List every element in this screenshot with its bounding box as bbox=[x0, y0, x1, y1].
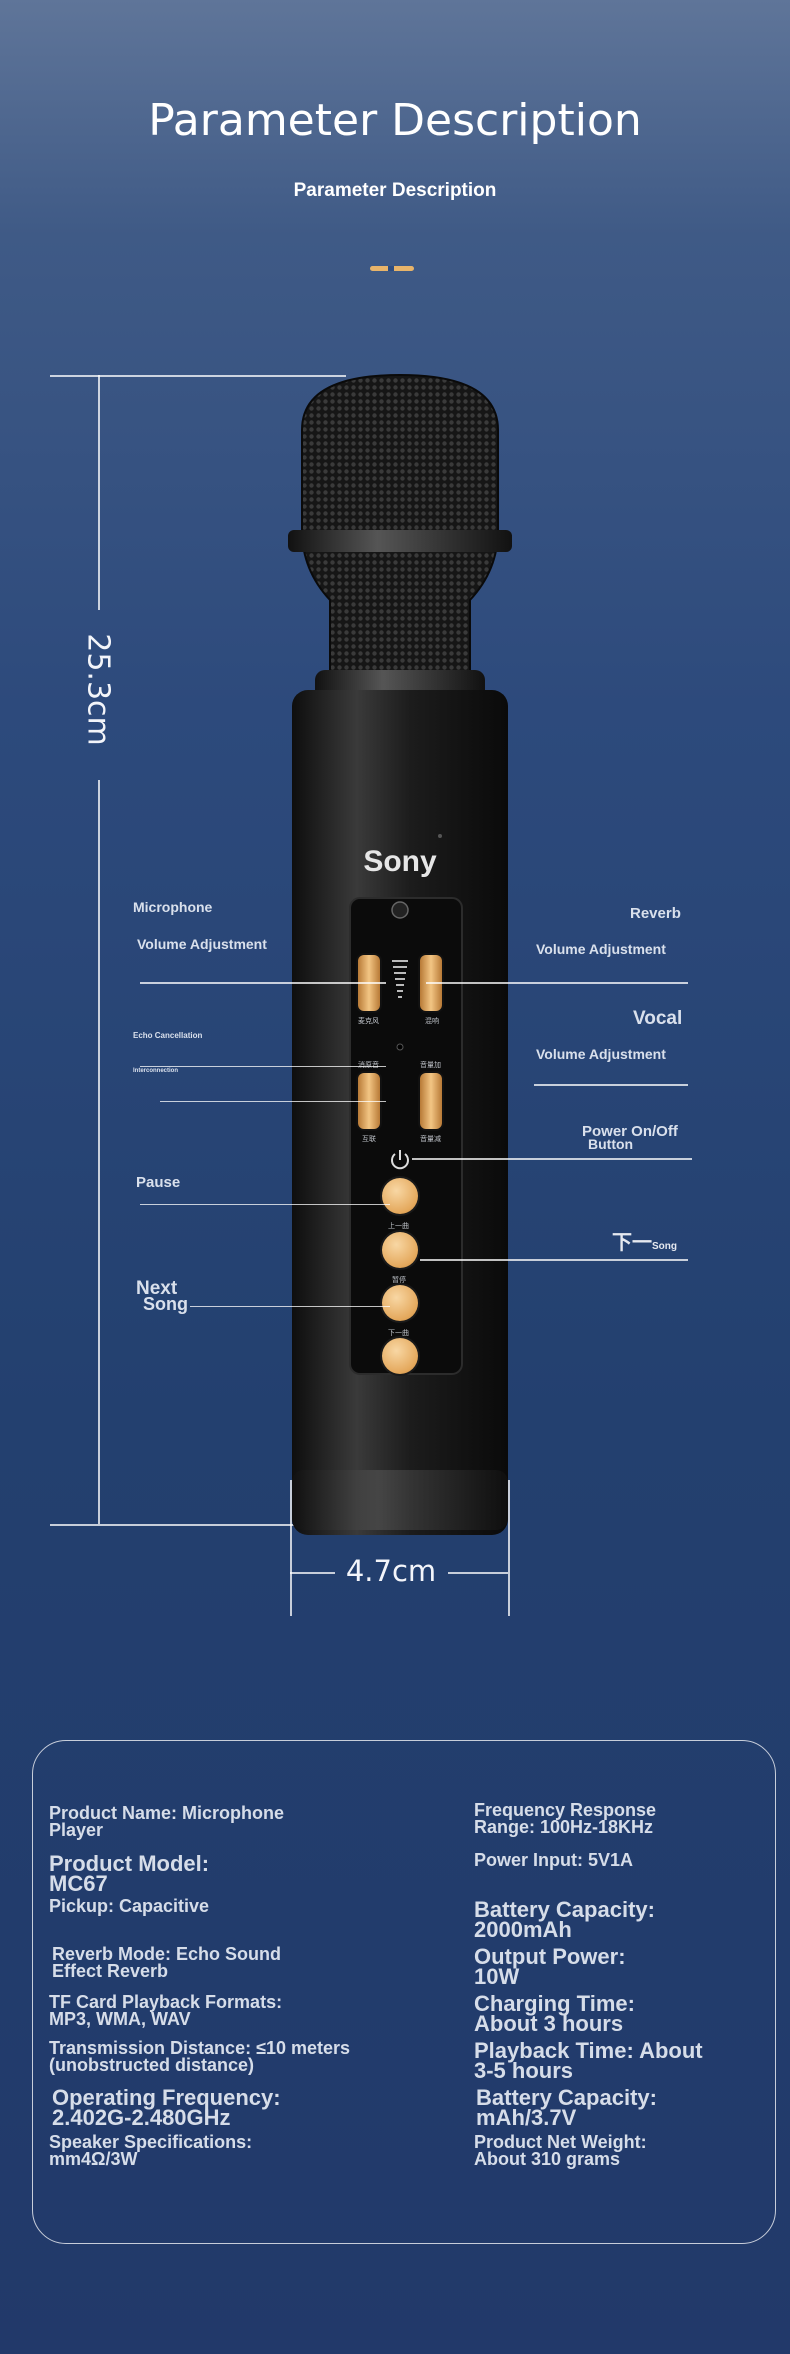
prev-song-button[interactable] bbox=[382, 1232, 418, 1268]
callout-line-link bbox=[160, 1101, 386, 1103]
height-top-line bbox=[50, 375, 346, 377]
callout-line-reverb bbox=[426, 982, 688, 984]
spec-product-model: Product Model: MC67 bbox=[49, 1851, 210, 1896]
spec-product-name: Product Name: Microphone Player bbox=[49, 1803, 285, 1840]
spec-net-weight: Product Net Weight: About 310 grams bbox=[474, 2132, 647, 2169]
callout-mic-volume: Volume Adjustment bbox=[137, 936, 267, 952]
reverb-slider-label: 混响 bbox=[425, 1018, 439, 1025]
spec-transmission: Transmission Distance: ≤10 meters (unobs… bbox=[49, 2038, 351, 2075]
spec-battery-voltage: Battery Capacity: mAh/3.7V bbox=[476, 2085, 657, 2130]
spec-pickup: Pickup: Capacitive bbox=[49, 1896, 210, 1916]
height-bottom-line bbox=[50, 1524, 346, 1526]
callout-line-mic bbox=[140, 982, 386, 984]
spec-frequency-response: Frequency Response Range: 100Hz-18KHz bbox=[474, 1800, 657, 1837]
spec-panel bbox=[32, 1740, 776, 2244]
callout-line-vocal bbox=[534, 1084, 688, 1086]
callout-pause: Pause bbox=[136, 1174, 181, 1191]
vol-up-label: 音量加 bbox=[420, 1062, 441, 1069]
brand-logo: Sony bbox=[363, 845, 437, 878]
microphone-illustration bbox=[288, 373, 512, 1535]
spec-battery-capacity: Battery Capacity: 2000mAh bbox=[474, 1897, 655, 1942]
page-subtitle: Parameter Description bbox=[293, 180, 497, 201]
callout-power-1: Power On/Off bbox=[582, 1123, 678, 1140]
spec-speaker: Speaker Specifications: mm4Ω/3W bbox=[49, 2132, 253, 2169]
width-left-line bbox=[290, 1480, 292, 1616]
callout-line-pause bbox=[140, 1204, 390, 1206]
callout-prev-song-suffix: Song bbox=[652, 1241, 677, 1252]
mic-slider-label: 麦克风 bbox=[358, 1018, 379, 1025]
callout-power-2: Button bbox=[588, 1136, 634, 1152]
callout-reverb-volume: Volume Adjustment bbox=[536, 941, 666, 957]
callout-line-next bbox=[190, 1306, 390, 1308]
spec-playback-time: Playback Time: About 3-5 hours bbox=[474, 2038, 703, 2083]
echo-cancel-label: 消原音 bbox=[358, 1060, 379, 1070]
spec-power-input: Power Input: 5V1A bbox=[474, 1850, 634, 1870]
pause-label: 暂停 bbox=[392, 1277, 406, 1284]
callout-prev-song: 下一Song bbox=[612, 1226, 677, 1255]
accent-divider bbox=[370, 266, 414, 271]
callout-microphone: Microphone bbox=[133, 899, 213, 915]
callout-line-power bbox=[412, 1158, 692, 1160]
callout-interconnection: Interconnection bbox=[133, 1068, 179, 1074]
power-button[interactable] bbox=[382, 1178, 418, 1214]
callout-vocal: Vocal bbox=[633, 1008, 683, 1029]
callout-echo-cancellation: Echo Cancellation bbox=[133, 1031, 203, 1040]
width-horizontal-left bbox=[290, 1572, 335, 1574]
height-dimension: 25.3cm bbox=[80, 633, 116, 746]
link-label: 互联 bbox=[362, 1136, 376, 1143]
next-song-button[interactable] bbox=[382, 1338, 418, 1374]
power-icon[interactable] bbox=[388, 1148, 412, 1172]
prev-label: 上一曲 bbox=[388, 1223, 409, 1230]
width-horizontal-right bbox=[448, 1572, 508, 1574]
callout-reverb: Reverb bbox=[630, 905, 681, 922]
height-vertical-top bbox=[98, 375, 100, 610]
spec-output-power: Output Power: 10W bbox=[474, 1944, 626, 1989]
microphone-image: Sony 麦克风 混响 消原音 音量加 互联 音量减 上一曲 暂停 下一曲 bbox=[280, 370, 520, 1550]
spec-operating-freq: Operating Frequency: 2.402G-2.480GHz bbox=[52, 2085, 281, 2130]
pause-button[interactable] bbox=[382, 1285, 418, 1321]
callout-vocal-volume: Volume Adjustment bbox=[536, 1046, 666, 1062]
width-right-line bbox=[508, 1480, 510, 1616]
vocal-volume-button[interactable] bbox=[420, 1073, 442, 1129]
height-vertical-bottom bbox=[98, 780, 100, 1524]
next-label: 下一曲 bbox=[388, 1330, 409, 1337]
vol-down-label: 音量减 bbox=[420, 1136, 441, 1143]
spec-charging-time: Charging Time: About 3 hours bbox=[474, 1991, 635, 2036]
callout-prev-song-prefix: 下一 bbox=[612, 1232, 652, 1254]
callout-next-song-2: Song bbox=[143, 1294, 188, 1314]
spec-reverb-mode: Reverb Mode: Echo Sound Effect Reverb bbox=[52, 1944, 282, 1981]
callout-line-prev bbox=[420, 1259, 688, 1261]
page-title: Parameter Description bbox=[148, 95, 642, 146]
spec-tf-formats: TF Card Playback Formats: MP3, WMA, WAV bbox=[49, 1992, 283, 2029]
callout-next-song-1: Next bbox=[136, 1278, 178, 1299]
width-dimension: 4.7cm bbox=[345, 1554, 437, 1588]
callout-line-echo bbox=[140, 1066, 386, 1068]
